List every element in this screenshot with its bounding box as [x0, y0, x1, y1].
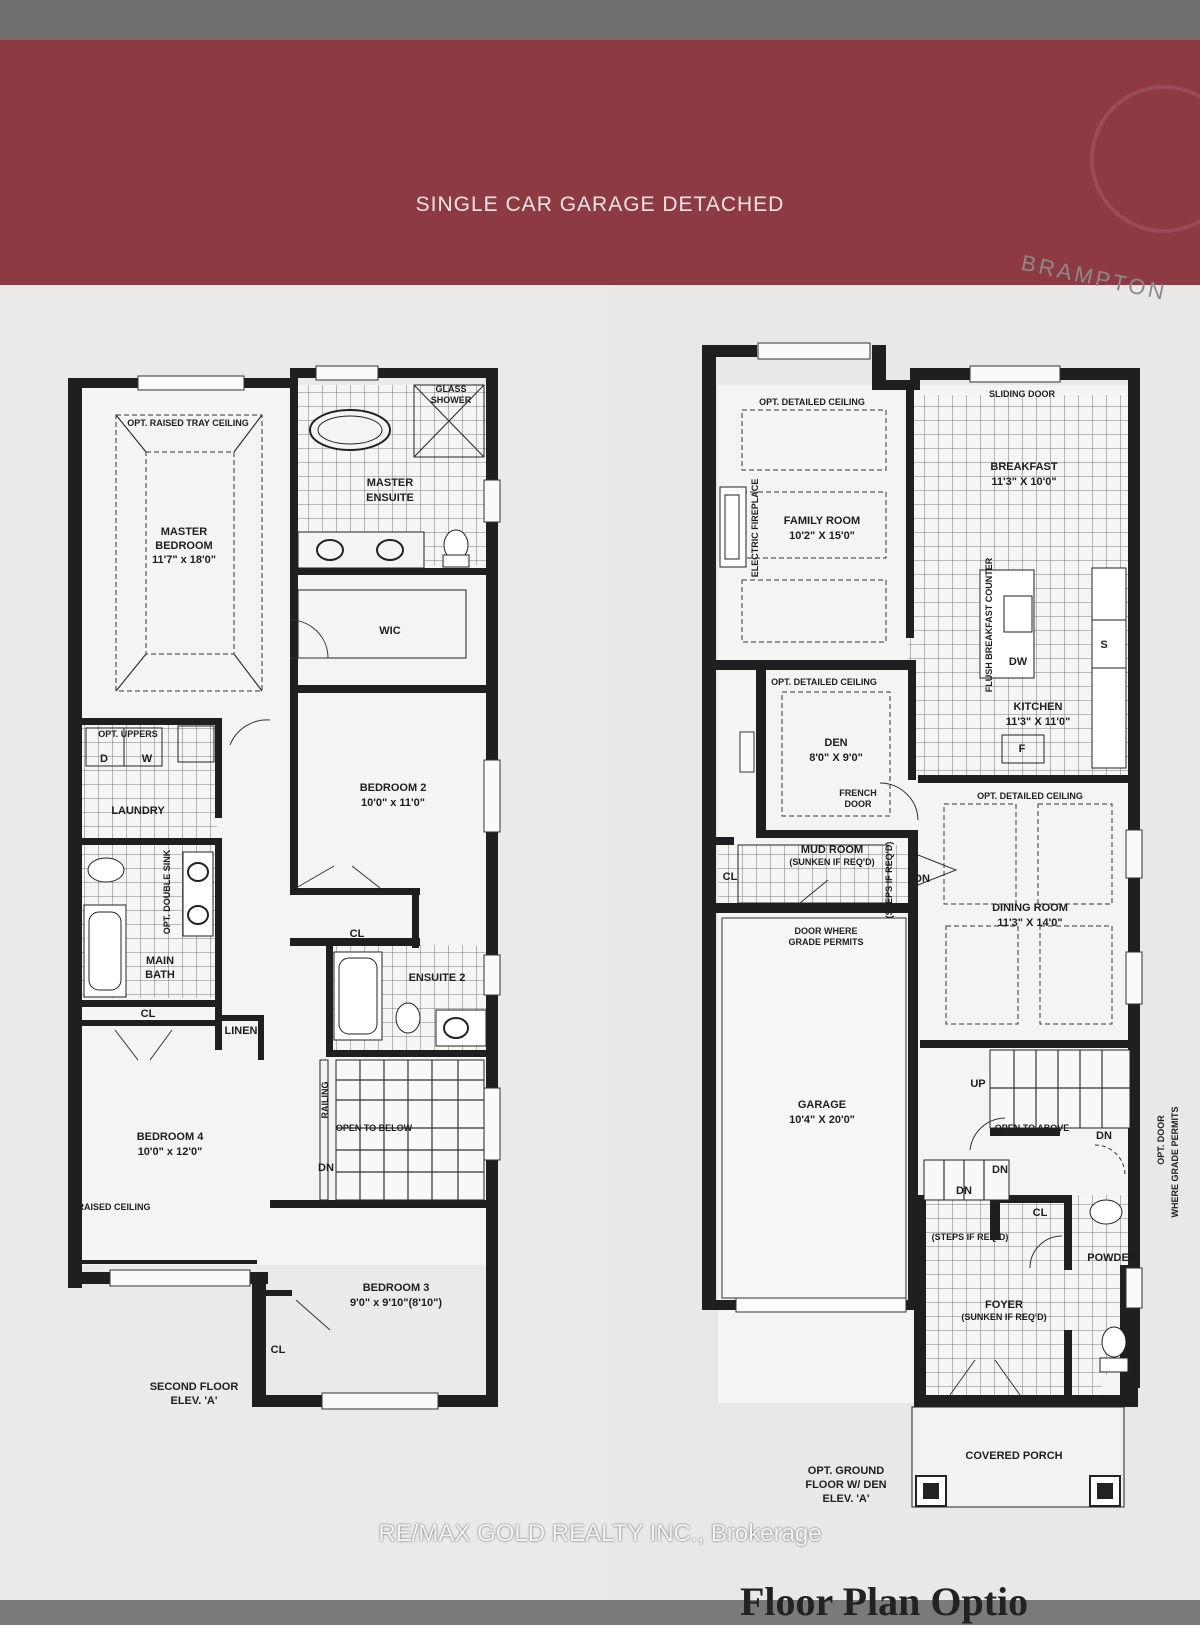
glass-shower-label-2: SHOWER	[431, 395, 472, 405]
main-bath-label-1: MAIN	[146, 955, 174, 967]
main-bath-label-2: BATH	[145, 969, 175, 981]
linen-label: LINEN	[225, 1025, 258, 1037]
foyer-label: FOYER	[985, 1299, 1023, 1311]
footer-partial-title: Floor Plan Optio	[740, 1579, 1029, 1624]
den-label: DEN	[824, 737, 847, 749]
master-bedroom-size: 11'7" x 18'0"	[152, 554, 216, 566]
opt-uppers-label: OPT. UPPERS	[98, 729, 158, 739]
mud-room-closet-label: CL	[723, 871, 738, 883]
dining-room-label: DINING ROOM	[992, 902, 1068, 914]
stairs-down-label-1: DN	[1096, 1130, 1112, 1142]
header-banner	[0, 40, 1200, 310]
garage-label: GARAGE	[798, 1099, 846, 1111]
stairs-down-label-3: DN	[956, 1185, 972, 1197]
bedroom3-size: 9'0" x 9'10"(8'10")	[350, 1297, 442, 1309]
bedroom2-size: 10'0" x 11'0"	[361, 797, 425, 809]
kitchen-label: KITCHEN	[1014, 701, 1063, 713]
foyer-note-label: (SUNKEN IF REQ'D)	[961, 1312, 1046, 1322]
french-door-label-1: FRENCH	[839, 788, 877, 798]
mud-room-steps-label: (STEPS IF REQ'D)	[884, 842, 894, 919]
banner-title: SINGLE CAR GARAGE DETACHED	[415, 193, 785, 216]
ensuite2-label: ENSUITE 2	[409, 972, 466, 984]
breakfast-label: BREAKFAST	[990, 461, 1058, 473]
foyer-closet-label: CL	[1033, 1207, 1048, 1219]
wic-label: WIC	[379, 625, 400, 637]
garage-size: 10'4" X 20'0"	[789, 1114, 855, 1126]
raised-ceiling-label: RAISED CEILING	[77, 1202, 150, 1212]
door-where-label-2: GRADE PERMITS	[788, 937, 863, 947]
second-floor-plan: OPT. RAISED TRAY CEILING GLASS SHOWER MA…	[68, 365, 501, 1410]
powder-label: POWDER	[1087, 1252, 1137, 1264]
electric-fireplace-label: ELECTRIC FIREPLACE	[750, 479, 760, 578]
closet-label-3: CL	[271, 1344, 286, 1356]
stove-label: S	[1100, 639, 1107, 651]
bedroom3-label: BEDROOM 3	[363, 1282, 430, 1294]
mud-room-label: MUD ROOM	[801, 844, 863, 856]
family-detailed-ceiling-label: OPT. DETAILED CEILING	[759, 397, 865, 407]
dining-room-size: 11'3" X 14'0"	[997, 917, 1062, 929]
french-door-label-2: DOOR	[845, 799, 873, 809]
foyer-steps-label: (STEPS IF REQ'D)	[932, 1232, 1009, 1242]
ground-floor-caption-2: FLOOR W/ DEN	[805, 1479, 886, 1491]
second-floor-caption-2: ELEV. 'A'	[170, 1395, 217, 1407]
closet-label-1: CL	[141, 1008, 156, 1020]
master-bedroom-label-1: MASTER	[161, 526, 208, 538]
dining-detailed-ceiling-label: OPT. DETAILED CEILING	[977, 791, 1083, 801]
covered-porch-label: COVERED PORCH	[965, 1450, 1062, 1462]
opt-double-sink-label: OPT. DOUBLE SINK	[162, 849, 172, 934]
opt-door-label-1: OPT. DOOR	[1156, 1115, 1166, 1165]
ground-floor-plan: OPT. DETAILED CEILING ELECTRIC FIREPLACE…	[702, 342, 1180, 1508]
ground-floor-caption-1: OPT. GROUND	[808, 1465, 884, 1477]
opt-door-label-2: WHERE GRADE PERMITS	[1170, 1106, 1180, 1217]
bedroom2-label: BEDROOM 2	[360, 782, 427, 794]
stairs-up-label: UP	[970, 1078, 985, 1090]
dryer-label: D	[100, 753, 108, 765]
master-ensuite-label-2: ENSUITE	[366, 492, 414, 504]
master-ensuite-label-1: MASTER	[367, 477, 414, 489]
den-detailed-ceiling-label: OPT. DETAILED CEILING	[771, 677, 877, 687]
master-bedroom-label-2: BEDROOM	[155, 540, 212, 552]
glass-shower-label-1: GLASS	[435, 384, 466, 394]
open-to-below-label: OPEN TO BELOW	[336, 1123, 413, 1133]
family-room-size: 10'2" X 15'0"	[789, 530, 855, 542]
den-size: 8'0" X 9'0"	[809, 752, 863, 764]
ground-floor-caption-3: ELEV. 'A'	[822, 1493, 869, 1505]
sliding-door-label: SLIDING DOOR	[989, 389, 1056, 399]
railing-label: RAILING	[320, 1082, 330, 1119]
brokerage-watermark: RE/MAX GOLD REALTY INC., Brokerage	[378, 1520, 822, 1547]
laundry-label: LAUNDRY	[111, 805, 165, 817]
door-where-label-1: DOOR WHERE	[795, 926, 858, 936]
tray-ceiling-label: OPT. RAISED TRAY CEILING	[127, 418, 249, 428]
breakfast-size: 11'3" X 10'0"	[991, 476, 1056, 488]
second-floor-caption-1: SECOND FLOOR	[150, 1381, 239, 1393]
washer-label: W	[142, 753, 153, 765]
mud-room-tile	[718, 845, 910, 907]
second-floor-stairs	[319, 1059, 485, 1201]
bedroom4-label: BEDROOM 4	[137, 1131, 205, 1143]
fridge-label: F	[1019, 743, 1026, 755]
mud-room-down-label: DN	[914, 873, 930, 885]
family-room-label: FAMILY ROOM	[784, 515, 860, 527]
mud-room-sunken-label: (SUNKEN IF REQ'D)	[789, 857, 874, 867]
stairs-down-label-2: DN	[992, 1164, 1008, 1176]
open-to-above-label: OPEN TO ABOVE	[995, 1123, 1070, 1133]
flush-counter-label: FLUSH BREAKFAST COUNTER	[984, 557, 994, 692]
kitchen-size: 11'3" X 11'0"	[1006, 716, 1071, 728]
dishwasher-label: DW	[1009, 656, 1028, 668]
stairs-down-label: DN	[318, 1162, 334, 1174]
bedroom4-size: 10'0" x 12'0"	[138, 1146, 203, 1158]
ground-floor-stairs	[737, 844, 1131, 1201]
closet-label-2: CL	[350, 928, 365, 940]
